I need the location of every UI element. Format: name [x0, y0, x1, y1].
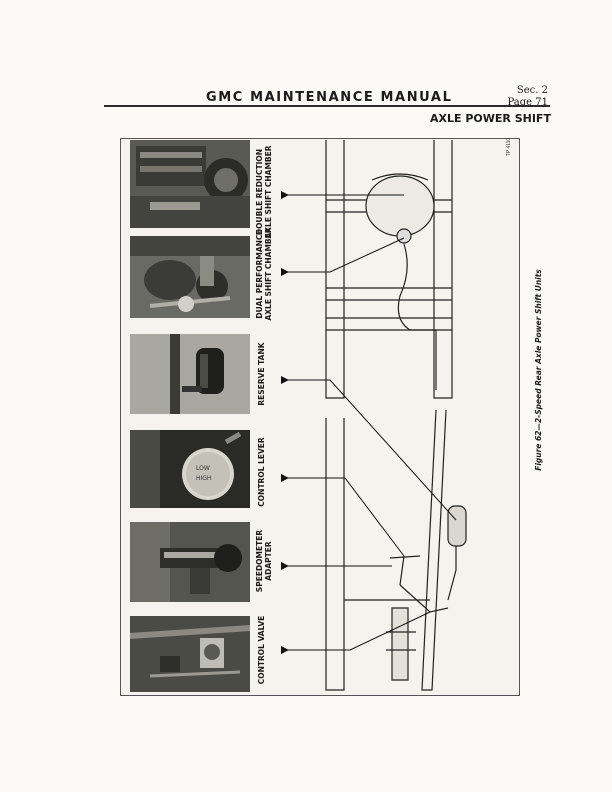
figure-caption: Figure 62—2-Speed Rear Axle Power Shift …	[534, 269, 543, 471]
svg-text:LOW: LOW	[196, 465, 210, 472]
page-number: Page 71	[507, 97, 548, 108]
photo-speedometer-adapter	[130, 522, 250, 602]
section-page-number: Sec. 2 Page 71	[504, 85, 548, 109]
section-number: Sec. 2	[516, 85, 548, 96]
figure-code: TP 4110	[506, 137, 512, 157]
photo-control-valve	[130, 616, 250, 692]
section-title: AXLE POWER SHIFT	[430, 112, 551, 125]
manual-title: GMC MAINTENANCE MANUAL	[206, 90, 453, 105]
photo-control-lever: LOW HIGH	[130, 430, 250, 508]
svg-text:HIGH: HIGH	[196, 475, 211, 482]
photo-double-reduction-chamber	[130, 140, 250, 228]
figure-frame	[120, 138, 520, 696]
header-rule	[104, 105, 550, 107]
photo-reserve-tank	[130, 334, 250, 414]
photo-dual-performance-chamber	[130, 236, 250, 318]
